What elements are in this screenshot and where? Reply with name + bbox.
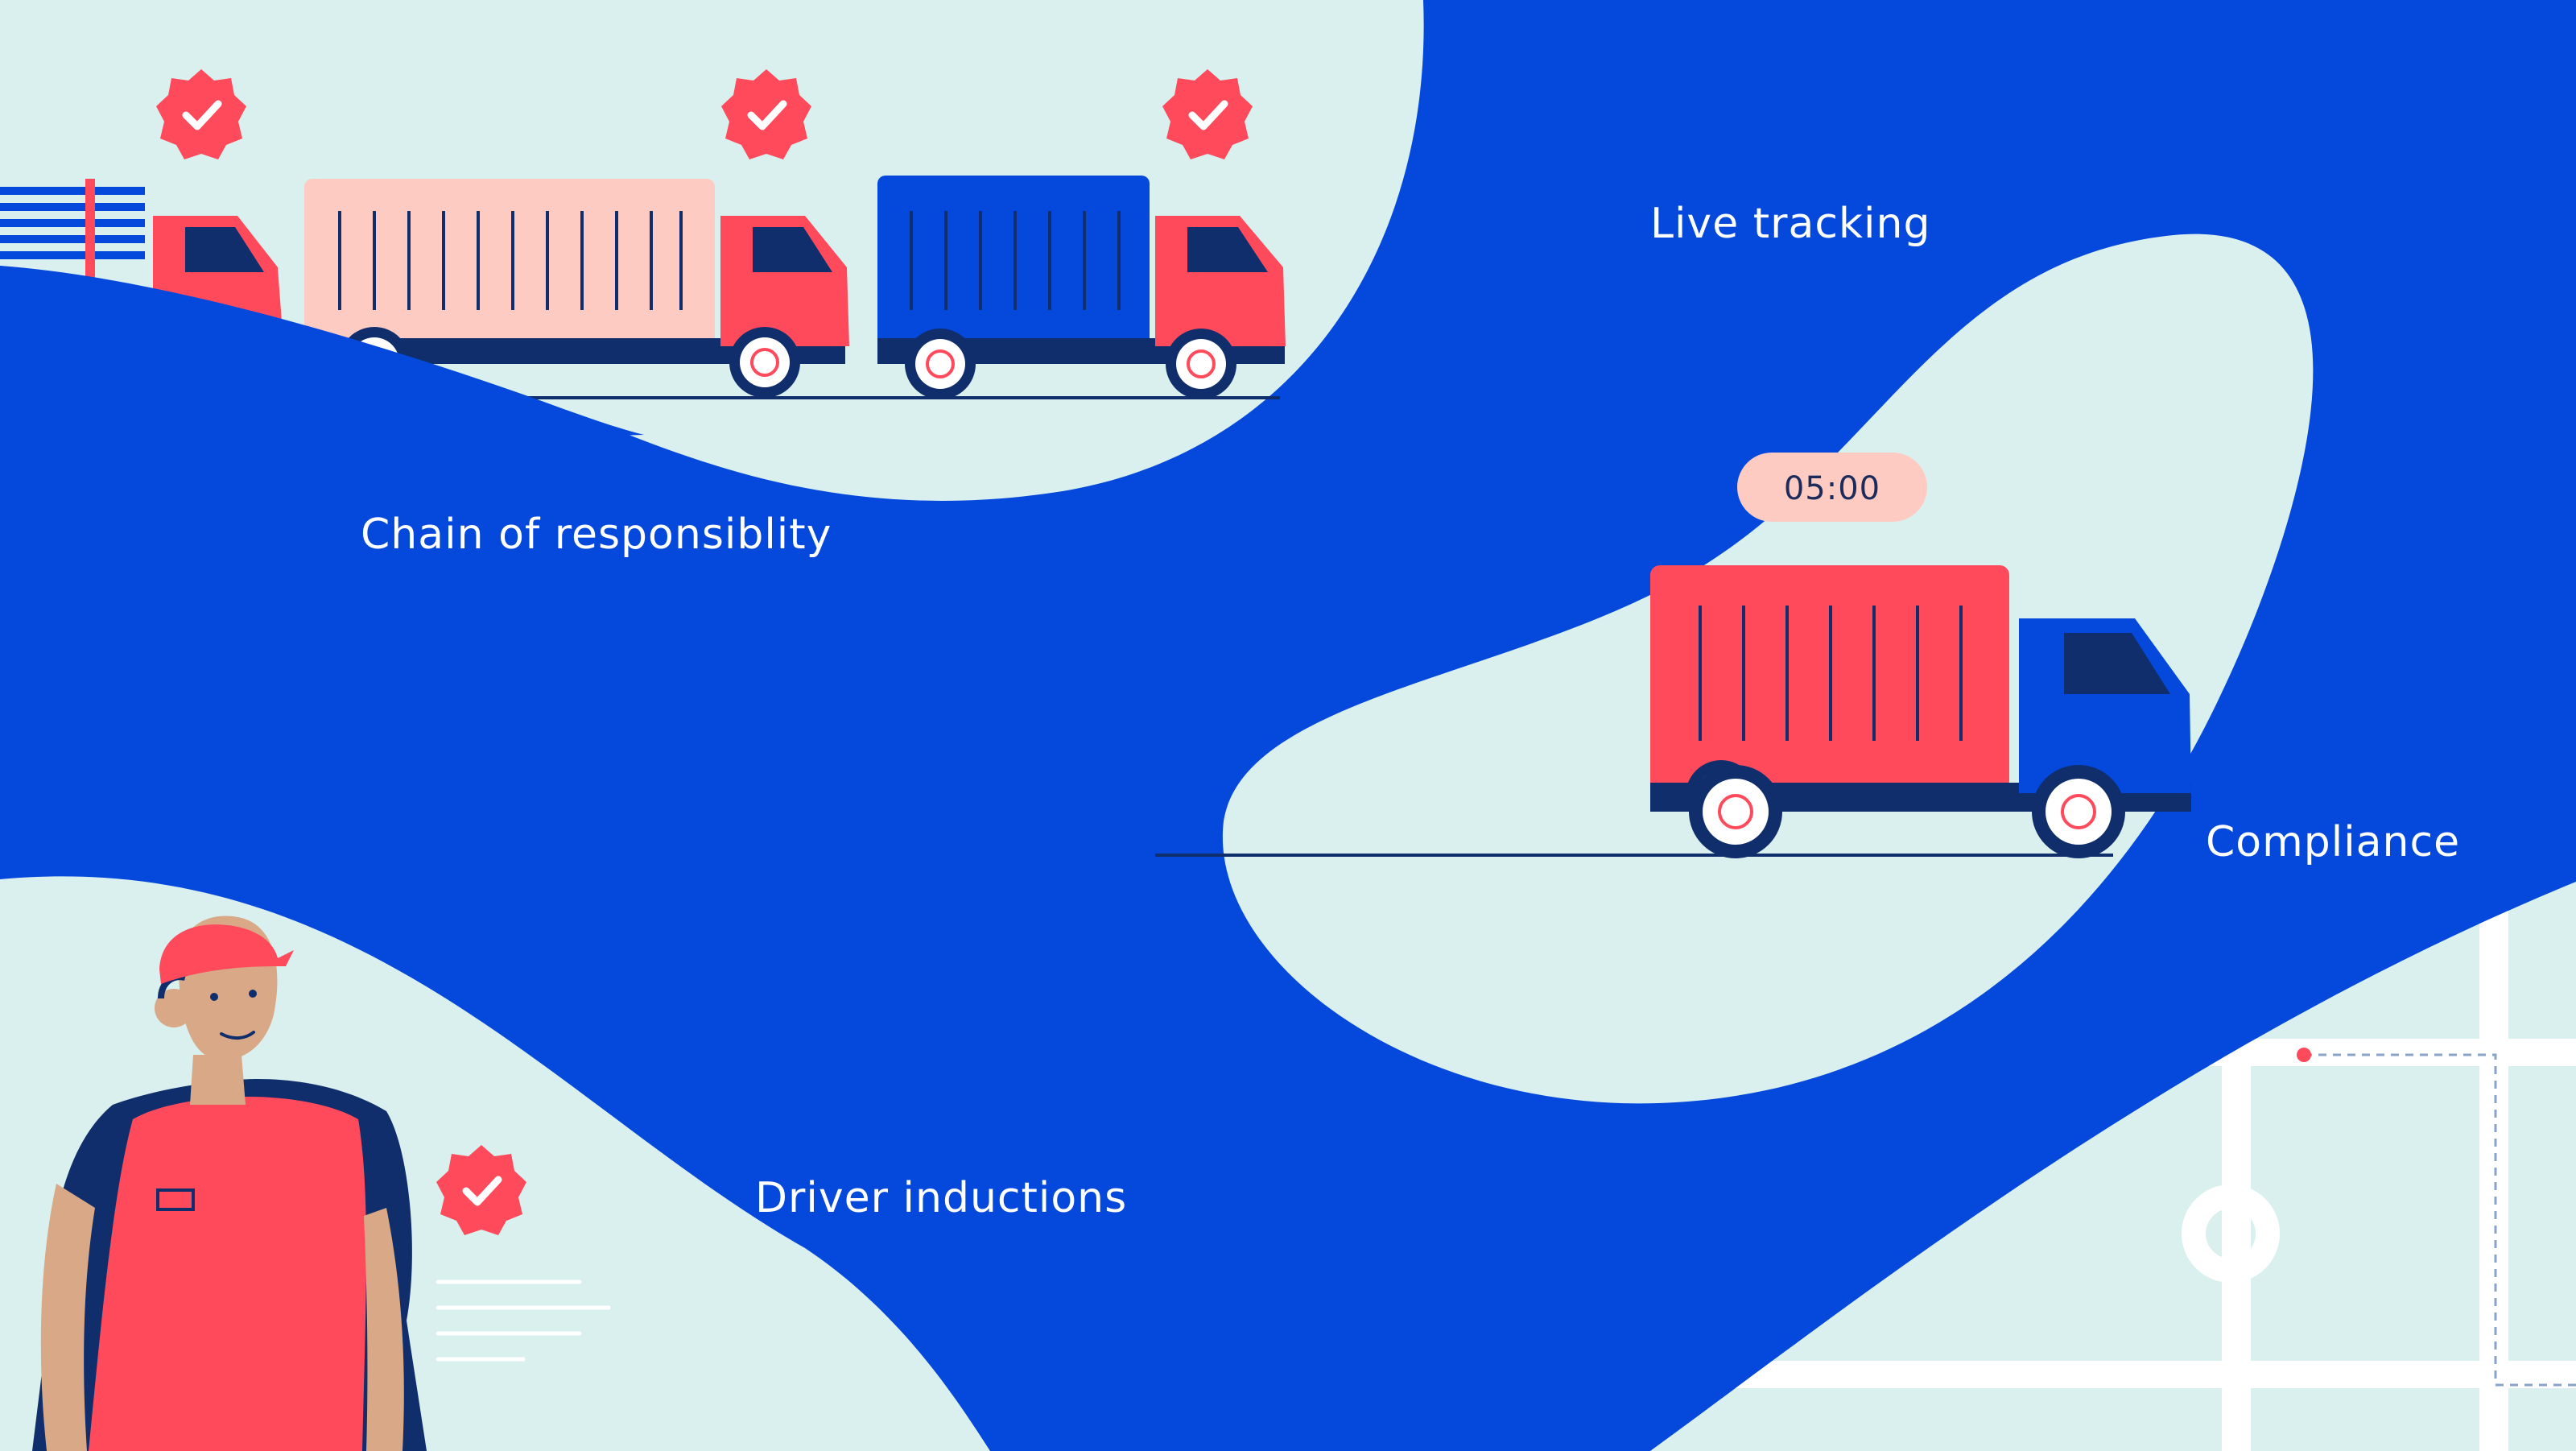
document-lines	[436, 1279, 611, 1362]
timer-badge: 05:00	[1737, 453, 1927, 522]
cargo-stack	[0, 179, 145, 283]
timer-text: 05:00	[1784, 470, 1880, 507]
driver-character	[32, 916, 427, 1451]
truck-icon	[304, 179, 849, 399]
truck-icon	[1650, 565, 2191, 858]
driver-inductions-label: Driver inductions	[755, 1174, 1128, 1222]
map-pin-icon	[2297, 1048, 2311, 1062]
truck-icon	[877, 176, 1286, 401]
compliance-label: Compliance	[2206, 818, 2461, 866]
live-tracking-label: Live tracking	[1650, 200, 1931, 248]
chain-of-responsibility-label: Chain of responsiblity	[361, 511, 832, 559]
map-panel	[1650, 882, 2576, 1451]
